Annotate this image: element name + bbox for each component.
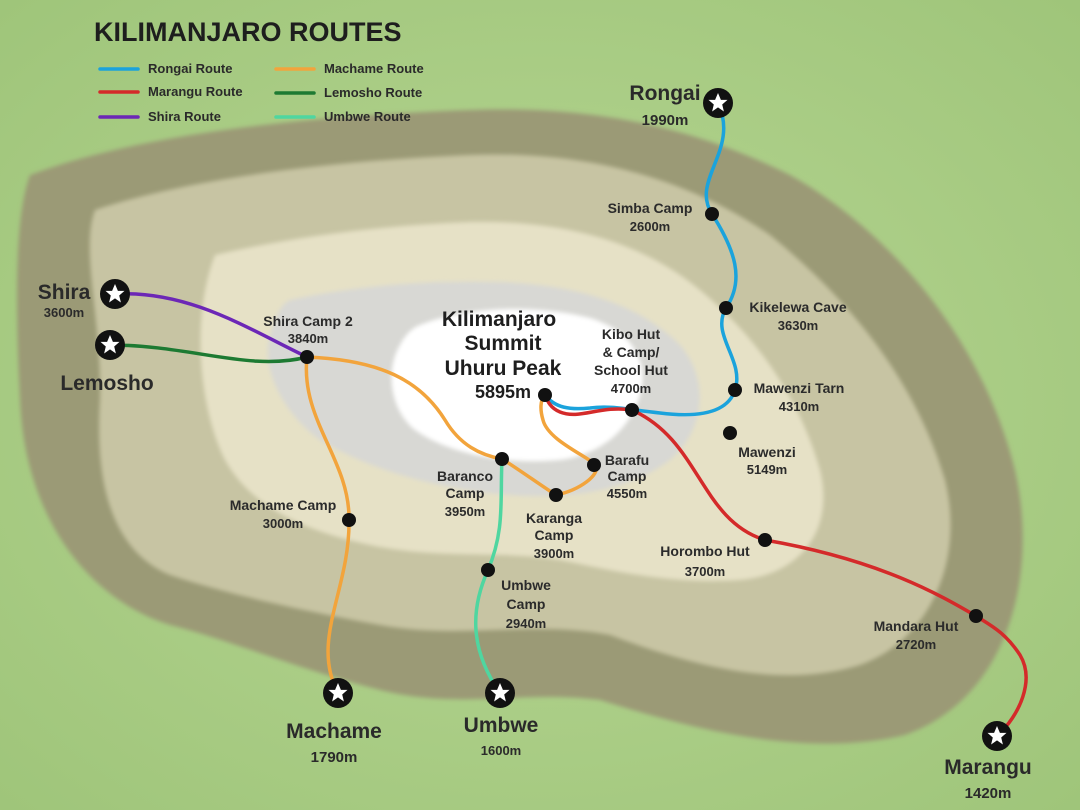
mandara-hut-altitude: 2720m: [896, 637, 936, 652]
umbwe-label: Umbwe: [464, 714, 539, 737]
barafu-camp-altitude: 4550m: [607, 486, 647, 501]
baranco-camp-label-2: Camp: [446, 485, 485, 501]
svg-text:Summit: Summit: [464, 332, 541, 355]
summit-label: Kilimanjaro Summit Uhuru Peak 5895m: [442, 308, 562, 402]
legend: Rongai Route Marangu Route Shira Route M…: [98, 61, 424, 124]
legend-item-rongai: Rongai Route: [98, 61, 233, 76]
machame-label: Machame: [286, 720, 382, 743]
camp-labels: Simba Camp 2600m Kikelewa Cave 3630m Maw…: [230, 200, 959, 652]
kibo-hut-dot[interactable]: [625, 403, 639, 417]
mawenzi-label: Mawenzi: [738, 444, 796, 460]
rongai-star-marker[interactable]: [703, 88, 733, 118]
baranco-camp-label-1: Baranco: [437, 468, 493, 484]
mawenzi-tarn-label: Mawenzi Tarn: [754, 380, 845, 396]
mandara-hut-label: Mandara Hut: [874, 618, 959, 634]
kikelewa-cave-altitude: 3630m: [778, 318, 818, 333]
mandara-hut-dot[interactable]: [969, 609, 983, 623]
barafu-camp-label-1: Barafu: [605, 452, 649, 468]
kibo-hut-label-3: School Hut: [594, 362, 668, 378]
karanga-camp-dot[interactable]: [549, 488, 563, 502]
rongai-label: Rongai: [629, 82, 700, 105]
simba-camp-dot[interactable]: [705, 207, 719, 221]
legend-item-shira: Shira Route: [98, 109, 221, 124]
horombo-hut-label: Horombo Hut: [660, 543, 750, 559]
svg-text:Umbwe Route: Umbwe Route: [324, 109, 411, 124]
trailhead-labels: Rongai 1990m Shira 3600m Lemosho Machame…: [38, 82, 1032, 802]
horombo-hut-altitude: 3700m: [685, 564, 725, 579]
marangu-label: Marangu: [944, 756, 1032, 779]
shira-altitude: 3600m: [44, 305, 84, 320]
svg-text:Shira Route: Shira Route: [148, 109, 221, 124]
svg-text:Lemosho Route: Lemosho Route: [324, 85, 422, 100]
lemosho-route: [108, 343, 309, 364]
karanga-camp-label-1: Karanga: [526, 510, 582, 526]
legend-item-lemosho: Lemosho Route: [274, 85, 422, 100]
kibo-hut-label-1: Kibo Hut: [602, 326, 661, 342]
rongai-route: [543, 101, 739, 417]
karanga-camp-label-2: Camp: [535, 527, 574, 543]
mawenzi-dot[interactable]: [723, 426, 737, 440]
legend-item-machame: Machame Route: [274, 61, 424, 76]
lemosho-star-marker[interactable]: [95, 330, 125, 360]
karanga-camp-altitude: 3900m: [534, 546, 574, 561]
svg-text:Kilimanjaro: Kilimanjaro: [442, 308, 556, 331]
baranco-camp-altitude: 3950m: [445, 504, 485, 519]
svg-text:Rongai Route: Rongai Route: [148, 61, 233, 76]
mawenzi-altitude: 5149m: [747, 462, 787, 477]
kikelewa-cave-label: Kikelewa Cave: [749, 299, 846, 315]
barafu-camp-dot[interactable]: [587, 458, 601, 472]
map-title: KILIMANJARO ROUTES: [94, 17, 402, 47]
umbwe-camp-label-2: Camp: [507, 596, 546, 612]
legend-item-umbwe: Umbwe Route: [274, 109, 411, 124]
trailhead-markers: [95, 88, 1012, 751]
mawenzi-tarn-altitude: 4310m: [779, 399, 819, 414]
baranco-camp-dot[interactable]: [495, 452, 509, 466]
horombo-hut-dot[interactable]: [758, 533, 772, 547]
simba-camp-altitude: 2600m: [630, 219, 670, 234]
marangu-altitude: 1420m: [965, 785, 1012, 802]
svg-text:Uhuru Peak: Uhuru Peak: [445, 357, 562, 380]
shira-label: Shira: [38, 281, 91, 304]
umbwe-camp-altitude: 2940m: [506, 616, 546, 631]
marangu-star-marker[interactable]: [982, 721, 1012, 751]
kibo-hut-altitude: 4700m: [611, 381, 651, 396]
shira-route: [113, 292, 309, 359]
umbwe-star-marker[interactable]: [485, 678, 515, 708]
svg-text:Machame Route: Machame Route: [324, 61, 424, 76]
svg-text:Marangu Route: Marangu Route: [148, 84, 243, 99]
machame-camp-dot[interactable]: [342, 513, 356, 527]
machame-star-marker[interactable]: [323, 678, 353, 708]
simba-camp-label: Simba Camp: [608, 200, 693, 216]
kibo-hut-label-2: & Camp/: [603, 344, 660, 360]
umbwe-camp-dot[interactable]: [481, 563, 495, 577]
barafu-camp-label-2: Camp: [608, 468, 647, 484]
svg-text:5895m: 5895m: [475, 382, 531, 402]
shira-star-marker[interactable]: [100, 279, 130, 309]
mawenzi-tarn-dot[interactable]: [728, 383, 742, 397]
umbwe-altitude: 1600m: [481, 743, 521, 758]
rongai-altitude: 1990m: [642, 112, 689, 129]
kikelewa-cave-dot[interactable]: [719, 301, 733, 315]
shira-camp-2-altitude: 3840m: [288, 331, 328, 346]
summit-snow: [391, 308, 643, 462]
machame-camp-label: Machame Camp: [230, 497, 337, 513]
legend-item-marangu: Marangu Route: [98, 84, 243, 99]
shira-camp-2-label: Shira Camp 2: [263, 313, 353, 329]
uhuru-peak-dot[interactable]: [538, 388, 552, 402]
camp-markers: [300, 207, 983, 623]
machame-camp-altitude: 3000m: [263, 516, 303, 531]
shira-camp-2-dot[interactable]: [300, 350, 314, 364]
umbwe-camp-label-1: Umbwe: [501, 577, 551, 593]
machame-altitude: 1790m: [311, 749, 358, 766]
lemosho-label: Lemosho: [60, 372, 153, 395]
